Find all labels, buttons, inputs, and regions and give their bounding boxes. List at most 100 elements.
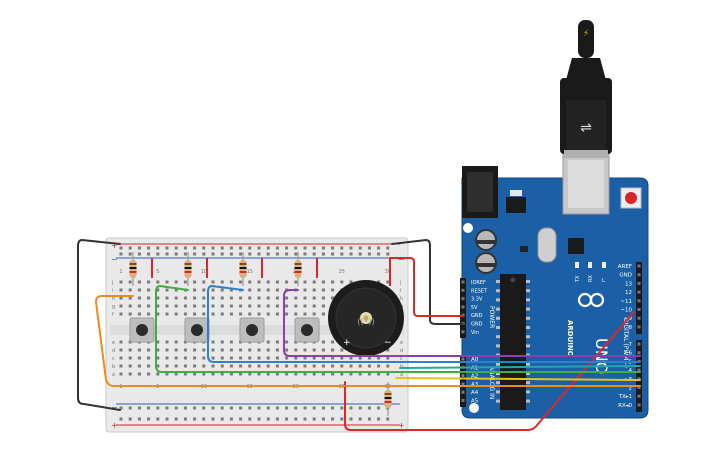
row-letter: e: [400, 340, 403, 346]
breadboard-hole: [165, 288, 169, 292]
breadboard-hole: [358, 246, 362, 250]
breadboard-hole: [312, 406, 316, 410]
breadboard-hole: [174, 364, 178, 368]
push-button-2[interactable]: [184, 317, 210, 343]
wire-yellow[interactable]: [395, 377, 641, 381]
breadboard-hole: [174, 356, 178, 360]
wire-orange[interactable]: [95, 295, 641, 387]
breadboard-hole: [266, 296, 270, 300]
chip-pin: [526, 390, 530, 394]
mount-hole: [463, 223, 473, 233]
wire-red-5v[interactable]: [389, 257, 464, 317]
wire-red-pin9[interactable]: [344, 311, 635, 431]
breadboard-hole: [229, 252, 233, 256]
breadboard-hole: [340, 348, 344, 352]
wire-teal[interactable]: [399, 365, 641, 369]
resistor-1[interactable]: [129, 252, 137, 286]
chip-pin: [526, 335, 530, 339]
power-pin-hole[interactable]: [461, 305, 465, 309]
crystal-oscillator: [537, 227, 557, 263]
usb-cable[interactable]: ⚡ ⇌: [560, 20, 612, 158]
power-pin-hole[interactable]: [461, 288, 465, 292]
digital-pin-hole[interactable]: [637, 316, 641, 320]
breadboard-hole: [220, 304, 224, 308]
breadboard-hole: [377, 252, 381, 256]
breadboard-hole: [165, 356, 169, 360]
breadboard-hole: [294, 312, 298, 316]
digital-pin-hole[interactable]: [637, 351, 641, 355]
breadboard-hole: [193, 304, 197, 308]
wire-blue[interactable]: [207, 285, 641, 363]
analog-pin-hole[interactable]: [461, 399, 465, 402]
wire-black-left[interactable]: [77, 239, 121, 411]
power-pin-hole[interactable]: [461, 280, 465, 284]
digital-pin-hole[interactable]: [637, 368, 641, 372]
power-pin-hole[interactable]: [461, 297, 465, 301]
resistor-3[interactable]: [239, 252, 247, 286]
digital-pin-hole[interactable]: [637, 308, 641, 311]
analog-pin-hole[interactable]: [461, 357, 465, 361]
resistor-2[interactable]: [184, 252, 192, 286]
digital-pin-hole[interactable]: [637, 403, 641, 407]
chip-pin: [496, 390, 500, 394]
breadboard-hole: [312, 280, 316, 284]
breadboard-hole: [174, 304, 178, 308]
rail-minus-label-top-right: −: [398, 255, 405, 264]
breadboard-hole: [349, 246, 353, 250]
digital-pin-hole[interactable]: [637, 394, 641, 398]
breadboard-hole: [266, 288, 270, 292]
breadboard-hole: [183, 372, 187, 376]
chip-pin: [496, 316, 500, 320]
breadboard-hole: [266, 348, 270, 352]
push-button-3[interactable]: [239, 317, 265, 343]
breadboard-hole: [193, 406, 197, 410]
breadboard-hole: [156, 340, 160, 344]
power-pin-hole[interactable]: [461, 330, 465, 334]
breadboard-hole: [128, 246, 132, 250]
analog-pin-hole[interactable]: [461, 374, 465, 378]
breadboard-hole: [312, 296, 316, 300]
digital-pin-hole[interactable]: [637, 273, 641, 277]
breadboard-hole: [303, 356, 307, 360]
row-letter: d: [400, 348, 403, 354]
breadboard-hole: [239, 406, 243, 410]
digital-pin-hole[interactable]: [637, 264, 641, 268]
resistor-4[interactable]: [294, 252, 302, 286]
breadboard-hole: [211, 364, 215, 368]
chip-pin: [496, 326, 500, 329]
breadboard-hole: [294, 372, 298, 376]
chip-pin: [526, 289, 530, 293]
resistor-5[interactable]: [384, 382, 392, 416]
breadboard-hole: [303, 372, 307, 376]
wire-green[interactable]: [155, 285, 641, 373]
breadboard-hole: [220, 296, 224, 300]
breadboard-hole: [312, 372, 316, 376]
breadboard-hole: [165, 406, 169, 410]
chip-pin: [496, 280, 500, 283]
breadboard-hole: [266, 364, 270, 368]
digital-pin-hole[interactable]: [637, 281, 641, 285]
breadboard-hole: [312, 252, 316, 256]
push-button-1[interactable]: [129, 317, 155, 343]
breadboard-hole: [137, 417, 141, 421]
digital-pin-hole[interactable]: [637, 342, 641, 346]
analog-pin-hole[interactable]: [461, 390, 465, 394]
breadboard-hole: [193, 312, 197, 316]
breadboard-hole: [248, 417, 252, 421]
push-button-4[interactable]: [294, 317, 320, 343]
digital-pin-hole[interactable]: [637, 299, 641, 303]
breadboard-hole: [156, 364, 160, 368]
breadboard-hole: [193, 296, 197, 300]
breadboard-hole: [285, 252, 289, 256]
digital-pin-hole[interactable]: [637, 377, 641, 381]
digital-pin-hole[interactable]: [637, 325, 641, 329]
wire-black-right[interactable]: [391, 239, 464, 325]
piezo-buzzer[interactable]: ((•)) + −: [328, 280, 404, 356]
analog-pin-hole[interactable]: [461, 382, 465, 386]
digital-pin-hole[interactable]: [637, 290, 641, 294]
breadboard-hole: [257, 288, 261, 292]
arduino-uno-board[interactable]: TX RX L ARDUINO UNO IOREFRESET3.3V5VGNDG…: [460, 151, 649, 419]
wire-purple[interactable]: [283, 289, 641, 357]
digital-pin-hole[interactable]: [637, 386, 641, 389]
